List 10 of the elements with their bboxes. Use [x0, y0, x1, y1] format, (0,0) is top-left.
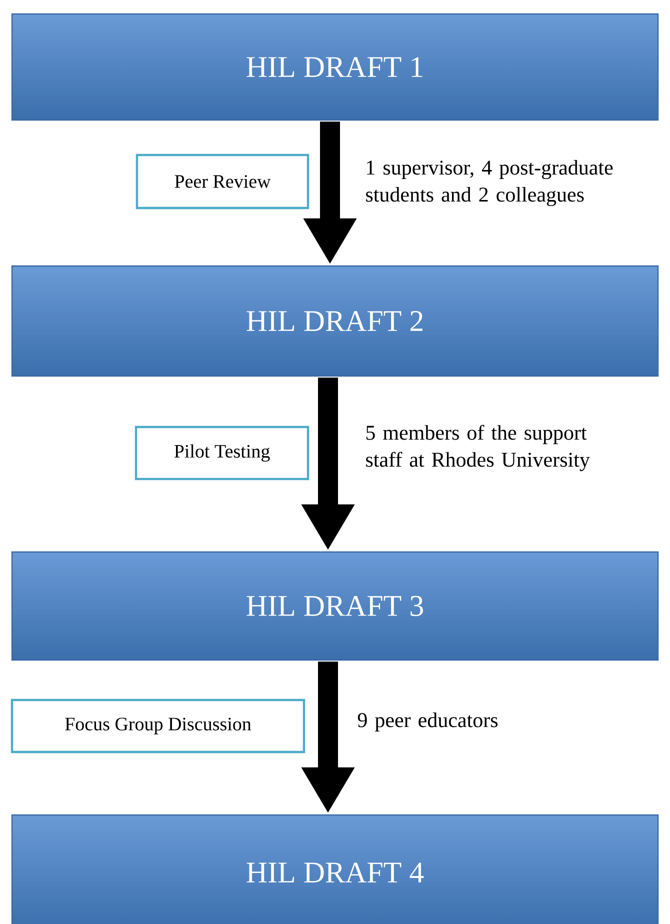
note-text: 1 supervisor, 4 post-graduate students and 2 colleagues: [366, 160, 613, 206]
note-text: 5 members of the support staff at Rhodes University: [366, 424, 590, 472]
note-text: 9 peer educators: [358, 712, 498, 732]
draft-box: HIL DRAFT 4: [11, 814, 659, 924]
draft-box: HIL DRAFT 1: [11, 13, 659, 121]
stage-box: Pilot Testing: [134, 426, 310, 480]
draft-box: HIL DRAFT 2: [11, 265, 659, 377]
stage-box: Focus Group Discussion: [10, 698, 306, 754]
draft-box: HIL DRAFT 3: [11, 551, 659, 661]
stage-box: Peer Review: [136, 154, 310, 210]
